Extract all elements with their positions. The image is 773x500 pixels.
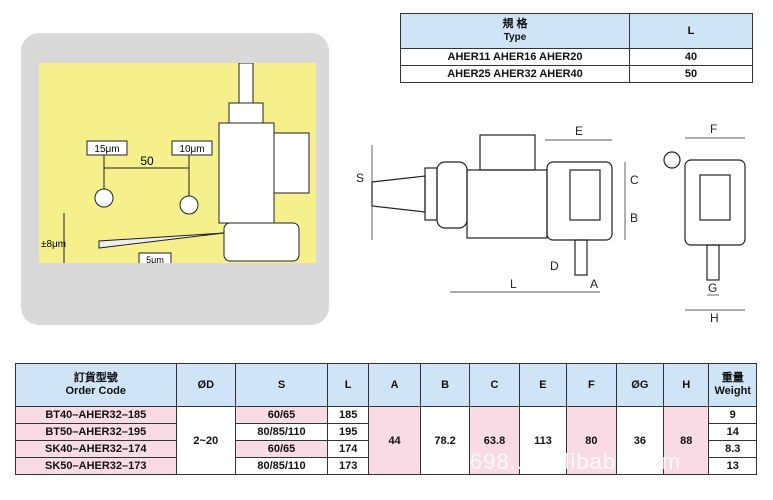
gauge-right-label: 10μm <box>179 144 204 155</box>
row-l: 185 <box>326 406 370 424</box>
row-weight: 8.3 <box>708 440 757 458</box>
dim-s: S <box>356 171 364 185</box>
body <box>218 122 275 224</box>
order-table: 訂貨型號 Order Code ØD S L A B C E F ØG H 重量… <box>15 363 757 475</box>
side-view <box>684 159 746 246</box>
row-l: 174 <box>326 440 370 458</box>
cell-c: 63.8 <box>469 406 520 475</box>
technical-drawing: E F S C B D L A G H <box>356 122 746 325</box>
row-weight: 14 <box>708 423 757 441</box>
col-order-code: 訂貨型號 Order Code <box>15 363 177 407</box>
head-window <box>569 169 601 221</box>
side-block <box>273 132 310 194</box>
col-h: H <box>663 363 710 407</box>
type-header-en: Type <box>503 32 527 43</box>
dim-e: E <box>575 124 583 138</box>
watermark: 698...n.alibaba.com <box>470 449 682 474</box>
taper-shank <box>371 175 426 213</box>
row-weight: 9 <box>708 406 757 424</box>
col-weight-en: Weight <box>714 385 751 397</box>
table-row: SK40–AHER32–174 60/65 174 8.3 <box>15 440 757 458</box>
cell-h: 88 <box>663 406 710 475</box>
col-weight-cn: 重量 <box>721 372 744 384</box>
head <box>546 161 613 241</box>
type-header-cn: 規 格 <box>502 18 528 30</box>
col-og: ØG <box>615 363 665 407</box>
cell-e: 113 <box>518 406 568 475</box>
row-s: 60/65 <box>235 406 328 424</box>
row-l: 195 <box>326 423 370 441</box>
cell-f: 80 <box>566 406 617 475</box>
gauge-left-box <box>86 140 128 156</box>
distance-label: 50 <box>140 154 154 168</box>
row-s: 80/85/110 <box>235 423 328 441</box>
col-f: F <box>566 363 617 407</box>
col-l: L <box>326 363 370 407</box>
side-knob <box>663 151 681 169</box>
type-table: 規 格 Type L AHER11 AHER16 AHER20 40 AHER2… <box>400 13 753 83</box>
tool-bar <box>98 232 225 249</box>
col-order-code-en: Order Code <box>65 385 127 397</box>
gauge-right-box <box>171 140 213 156</box>
row-code: SK40–AHER32–174 <box>15 440 177 458</box>
top-block <box>479 134 536 171</box>
dim-d: D <box>550 259 559 273</box>
row-l: 173 <box>326 457 370 475</box>
test-illustration: 15μm 10μm 50 ±8μm 5μm <box>41 63 310 263</box>
flange-1 <box>424 167 438 221</box>
row-code: BT40–AHER32–185 <box>15 406 177 424</box>
cell-b: 78.2 <box>419 406 471 475</box>
gauge-right-icon <box>179 195 199 215</box>
flange-2 <box>436 161 468 229</box>
table-row: SK50–AHER32–173 80/85/110 173 13 <box>15 457 757 475</box>
head <box>223 222 300 262</box>
row-s: 80/85/110 <box>235 457 328 475</box>
gauge-left-icon <box>94 188 114 208</box>
dim-c: C <box>630 173 639 187</box>
dim-l: L <box>510 277 517 291</box>
tip-box <box>138 252 172 263</box>
dim-f: F <box>710 122 717 136</box>
tip-label: 5μm <box>146 255 164 263</box>
cell-a: 44 <box>368 406 421 475</box>
dim-a: A <box>590 277 598 291</box>
col-c: C <box>469 363 520 407</box>
gauge-left-label: 15μm <box>94 144 119 155</box>
col-b: B <box>419 363 471 407</box>
row-code: BT50–AHER32–195 <box>15 423 177 441</box>
table-row: BT40–AHER32–185 2~20 60/65 185 44 78.2 6… <box>15 406 757 475</box>
shank <box>238 63 254 104</box>
tolerance-label: ±8μm <box>41 239 66 250</box>
col-od: ØD <box>175 363 237 407</box>
col-weight: 重量 Weight <box>708 363 757 407</box>
dim-h: H <box>710 311 719 325</box>
type-row-1-l: 40 <box>629 48 753 66</box>
col-s: S <box>235 363 328 407</box>
type-row-2: AHER25 AHER32 AHER40 <box>400 65 630 83</box>
col-a: A <box>368 363 421 407</box>
side-window <box>699 174 731 221</box>
body <box>466 169 548 239</box>
row-s: 60/65 <box>235 440 328 458</box>
row-weight: 13 <box>708 457 757 475</box>
dim-b: B <box>630 211 638 225</box>
col-order-code-cn: 訂貨型號 <box>73 372 118 384</box>
col-e: E <box>518 363 568 407</box>
type-row-2-l: 50 <box>629 65 753 83</box>
type-row-1: AHER11 AHER16 AHER20 <box>400 48 630 66</box>
flange <box>228 102 264 124</box>
spindle <box>574 239 588 276</box>
l-header: L <box>629 13 753 49</box>
row-code: SK50–AHER32–173 <box>15 457 177 475</box>
side-spindle <box>706 244 720 281</box>
dim-g: G <box>708 281 717 295</box>
cell-od: 2~20 <box>175 406 237 475</box>
type-header: 規 格 Type <box>400 13 630 49</box>
